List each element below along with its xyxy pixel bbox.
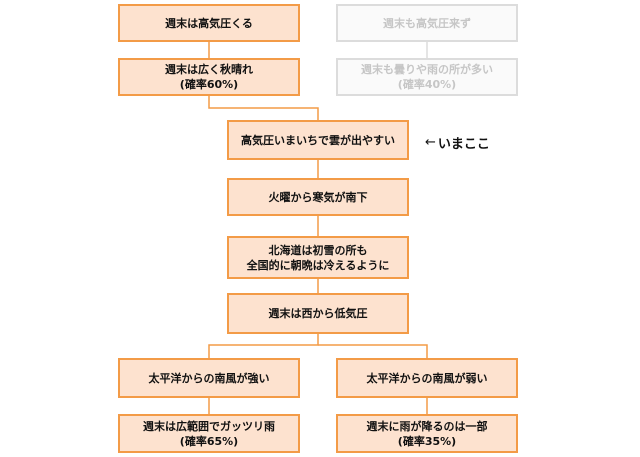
node-weekend-no-high: 週末も高気圧来ず [336, 4, 518, 42]
node-text: 週末は西から低気圧 [268, 307, 368, 320]
node-probability: (確率35%) [397, 434, 457, 448]
node-weak-south-wind: 太平洋からの南風が弱い [336, 358, 518, 398]
node-text: 週末は広範囲でガッツリ雨 [143, 419, 275, 433]
node-probability: (確率65%) [179, 434, 239, 448]
connector-line [208, 334, 319, 358]
node-text: 火曜から寒気が南下 [268, 190, 368, 204]
connector-line [318, 344, 428, 358]
node-strong-south-wind: 太平洋からの南風が強い [118, 358, 300, 398]
node-text: 週末は広く秋晴れ [165, 63, 253, 76]
node-text: 太平洋からの南風が弱い [366, 371, 488, 385]
node-text: 週末に雨が降るのは一部 [366, 419, 488, 433]
node-text: 全国的に朝晩は冷えるように [246, 258, 390, 272]
node-text: 週末も曇りや雨の所が多い [361, 63, 493, 76]
node-heavy-rain: 週末は広範囲でガッツリ雨 (確率65%) [118, 414, 300, 453]
node-text: 北海道は初雪の所も [268, 243, 368, 257]
node-weekend-cloudy: 週末も曇りや雨の所が多い (確率40%) [336, 58, 518, 96]
node-cold-air: 火曜から寒気が南下 [227, 178, 409, 216]
node-probability: (確率40%) [397, 78, 457, 91]
node-first-snow: 北海道は初雪の所も 全国的に朝晩は冷えるように [227, 236, 409, 279]
node-probability: (確率60%) [179, 78, 239, 91]
node-weak-high: 高気圧いまいちで雲が出やすい [227, 120, 409, 160]
node-text: 高気圧いまいちで雲が出やすい [241, 133, 395, 147]
connector-line [208, 96, 319, 120]
node-weekend-high-pressure: 週末は高気圧くる [118, 4, 300, 42]
node-text: 週末も高気圧来ず [383, 16, 471, 30]
node-weekend-clear: 週末は広く秋晴れ (確率60%) [118, 58, 300, 96]
node-some-rain: 週末に雨が降るのは一部 (確率35%) [336, 414, 518, 453]
current-position-marker: ← いまここ [425, 133, 490, 152]
node-low-from-west: 週末は西から低気圧 [227, 293, 409, 334]
node-text: 太平洋からの南風が強い [148, 371, 270, 385]
left-arrow-icon: ← [425, 134, 436, 150]
node-text: 週末は高気圧くる [165, 16, 253, 30]
current-position-label: いまここ [437, 136, 490, 152]
